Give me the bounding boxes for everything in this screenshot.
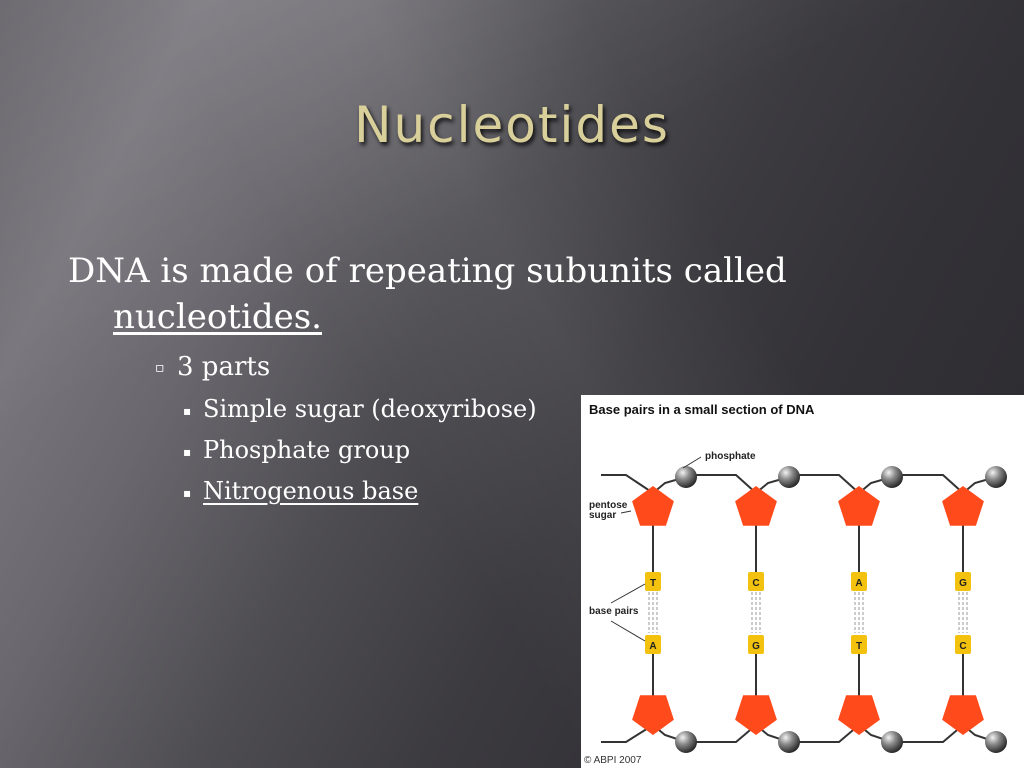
label-base-pairs: base pairs — [589, 606, 639, 617]
square-bullet-icon: ▪ — [183, 485, 192, 500]
bullet-nitrogenous-base-text: Nitrogenous base — [203, 477, 419, 505]
phosphate-ball — [778, 731, 800, 753]
label-phosphate: phosphate — [705, 451, 756, 462]
pentose-sugar-shape — [838, 695, 880, 735]
base-pair-pointer-line — [610, 583, 646, 604]
bullet-level2: ▫ 3 parts — [155, 350, 270, 385]
pentose-sugar-shape — [838, 486, 880, 526]
nitrogenous-base-box — [851, 635, 867, 654]
base-letter-top: A — [855, 578, 862, 589]
bullet-nitrogenous-base: ▪ Nitrogenous base — [183, 475, 418, 509]
pentose-sugar-shape — [632, 486, 674, 526]
pentose-sugar-shape — [942, 486, 984, 526]
hollow-square-bullet-icon: ▫ — [155, 360, 165, 376]
nitrogenous-base-box — [955, 635, 971, 654]
nitrogenous-base-box — [645, 572, 661, 591]
square-bullet-icon: ▪ — [183, 403, 192, 418]
dna-diagram-svg: Base pairs in a small section of DNA pho… — [584, 402, 1007, 766]
pentose-sugar-shape — [735, 486, 777, 526]
base-letter-top: C — [752, 578, 759, 589]
bullet-phosphate-text: Phosphate group — [203, 436, 411, 464]
label-pentose: pentose — [589, 500, 628, 511]
intro-text-line1: DNA is made of repeating subunits called — [68, 251, 787, 291]
slide-title: Nucleotides — [354, 96, 670, 154]
diagram-title: Base pairs in a small section of DNA — [589, 402, 815, 417]
pentose-sugar-shape — [632, 695, 674, 735]
bullet-sugar: ▪ Simple sugar (deoxyribose) — [183, 393, 537, 427]
phosphate-ball — [881, 731, 903, 753]
nitrogenous-base-box — [955, 572, 971, 591]
phosphate-ball — [881, 466, 903, 488]
base-letter-bottom: T — [856, 641, 862, 652]
bullet-level2-text: 3 parts — [177, 352, 271, 382]
pentose-sugar-shape — [942, 695, 984, 735]
nitrogenous-base-box — [748, 635, 764, 654]
bullet-phosphate: ▪ Phosphate group — [183, 434, 410, 468]
phosphate-pointer-line — [682, 456, 702, 469]
square-bullet-icon: ▪ — [183, 444, 192, 459]
pentose-sugar-shape — [735, 695, 777, 735]
nitrogenous-base-box — [851, 572, 867, 591]
base-letter-bottom: G — [752, 641, 760, 652]
base-pair-pointer-line — [610, 620, 646, 642]
copyright-text: © ABPI 2007 — [584, 755, 642, 766]
base-letter-bottom: C — [959, 641, 966, 652]
dna-base-pair-diagram: Base pairs in a small section of DNA pho… — [581, 395, 1024, 768]
intro-text-keyword: nucleotides. — [113, 297, 322, 337]
base-letter-bottom: A — [649, 641, 656, 652]
bullet-sugar-text: Simple sugar (deoxyribose) — [203, 395, 537, 423]
label-sugar: sugar — [589, 510, 616, 521]
top-backbone-line — [601, 474, 1006, 495]
base-letter-top: G — [959, 578, 967, 589]
phosphate-ball — [778, 466, 800, 488]
pentose-pointer-line — [620, 510, 632, 514]
nitrogenous-base-box — [748, 572, 764, 591]
phosphate-ball — [985, 731, 1007, 753]
nitrogenous-base-box — [645, 635, 661, 654]
phosphate-ball — [985, 466, 1007, 488]
phosphate-ball — [675, 731, 697, 753]
base-letter-top: T — [650, 578, 656, 589]
phosphate-ball — [675, 466, 697, 488]
